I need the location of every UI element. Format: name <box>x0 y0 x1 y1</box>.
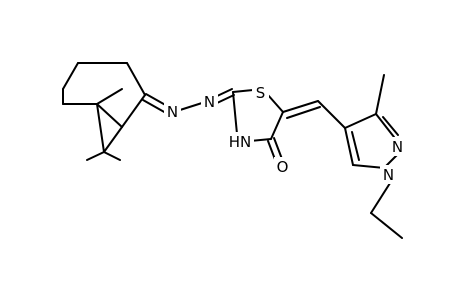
atom-labels: N N S HN O N N <box>164 83 406 184</box>
atom-label-imine-n1: N <box>167 103 178 121</box>
bond <box>375 113 395 138</box>
bond <box>273 137 283 160</box>
bond <box>317 100 346 129</box>
atom-label-imine-n2: N <box>204 93 215 111</box>
bond <box>352 164 385 169</box>
bond <box>375 74 385 115</box>
bond <box>344 127 354 166</box>
bond <box>232 91 238 135</box>
methylidene-linker <box>282 100 346 129</box>
bond <box>96 103 123 128</box>
bond <box>103 126 123 153</box>
bond <box>216 94 235 104</box>
bond <box>351 131 360 161</box>
bond <box>86 151 105 161</box>
bond <box>270 111 284 140</box>
bond <box>382 116 399 136</box>
bond <box>62 62 79 90</box>
bond <box>232 89 254 93</box>
atom-label-pyrazole-n1: N <box>383 166 394 184</box>
atom-label-pyrazole-n2: N <box>392 138 403 156</box>
bond <box>370 212 403 239</box>
bond <box>96 88 123 105</box>
bond <box>370 179 393 214</box>
bond <box>267 94 284 113</box>
azine-linker <box>142 88 235 114</box>
bond <box>103 151 121 161</box>
bond <box>96 103 105 153</box>
bond <box>282 100 319 113</box>
bond <box>286 106 321 119</box>
atom-label-oxygen: O <box>277 158 289 176</box>
bond <box>126 62 146 96</box>
bicyclic-fragment <box>62 62 146 161</box>
bond <box>142 99 167 114</box>
atom-label-nh: HN <box>229 133 252 151</box>
bond <box>344 113 377 129</box>
atom-label-sulfur: S <box>256 84 266 102</box>
bond <box>179 102 203 111</box>
bond <box>121 94 146 128</box>
pyrazole-ring <box>344 74 403 239</box>
